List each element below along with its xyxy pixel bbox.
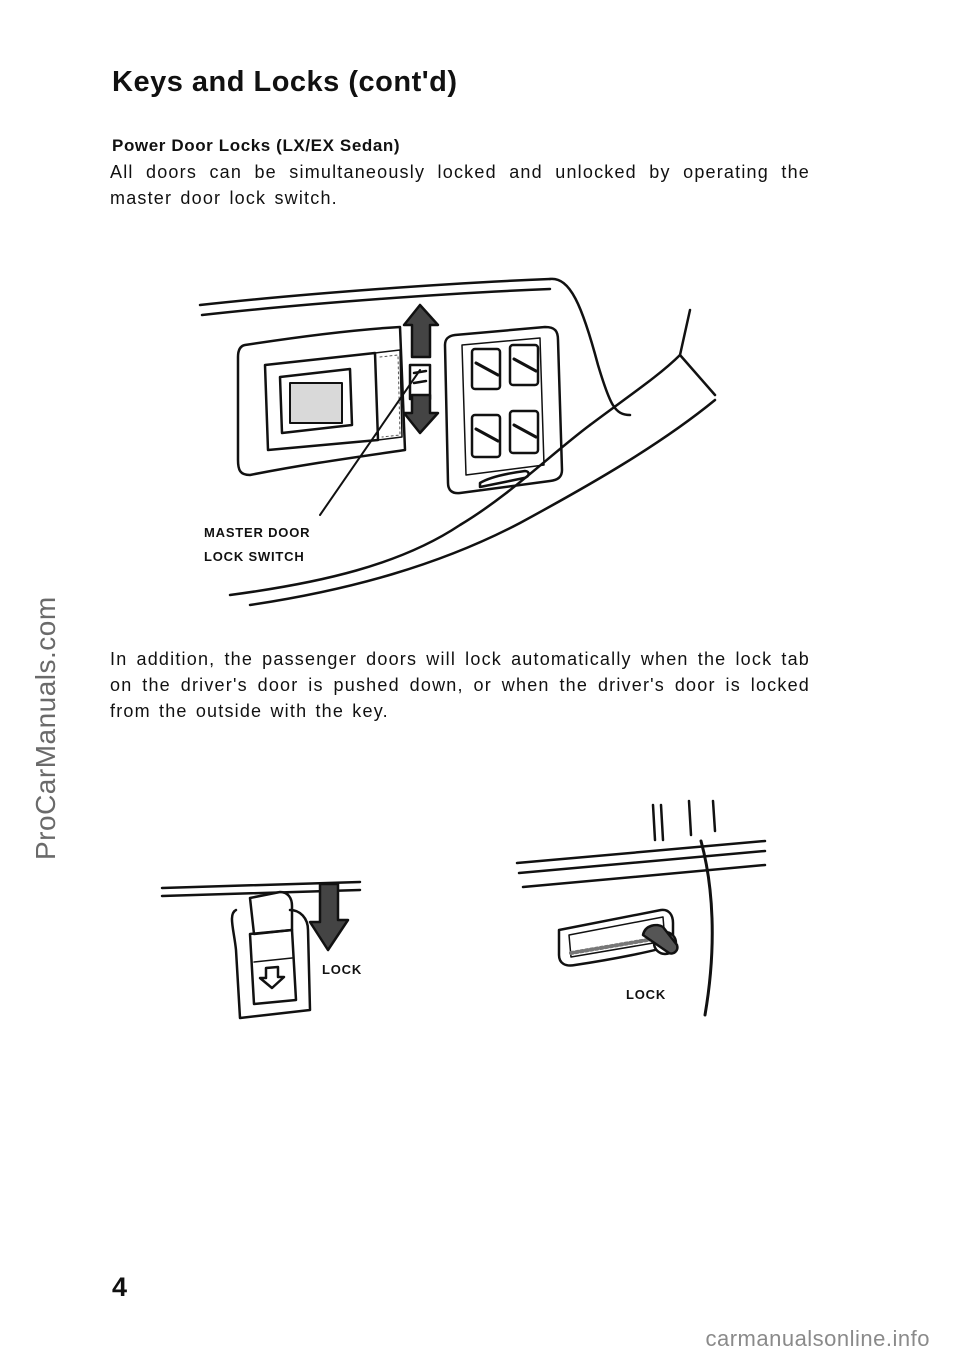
outside-key-lock-illustration xyxy=(515,799,767,1017)
side-watermark: ProCarManuals.com xyxy=(30,596,61,860)
lock-tab-callout: LOCK xyxy=(322,962,363,977)
master-door-callout-line2: LOCK SWITCH xyxy=(204,549,305,564)
page-title: Keys and Locks (cont'd) xyxy=(112,66,458,98)
lock-tab-illustration xyxy=(160,880,362,1020)
master-door-callout-line1: MASTER DOOR xyxy=(204,525,311,540)
page-number: 4 xyxy=(112,1272,128,1302)
intro-paragraph: All doors can be simultaneously locked a… xyxy=(110,162,810,208)
footer-watermark: carmanualsonline.info xyxy=(705,1326,930,1351)
additional-paragraph: In addition, the passenger doors will lo… xyxy=(110,649,810,721)
key-lock-callout: LOCK xyxy=(626,987,667,1002)
section-heading: Power Door Locks (LX/EX Sedan) xyxy=(112,136,401,155)
master-door-lock-switch-illustration xyxy=(198,277,717,607)
